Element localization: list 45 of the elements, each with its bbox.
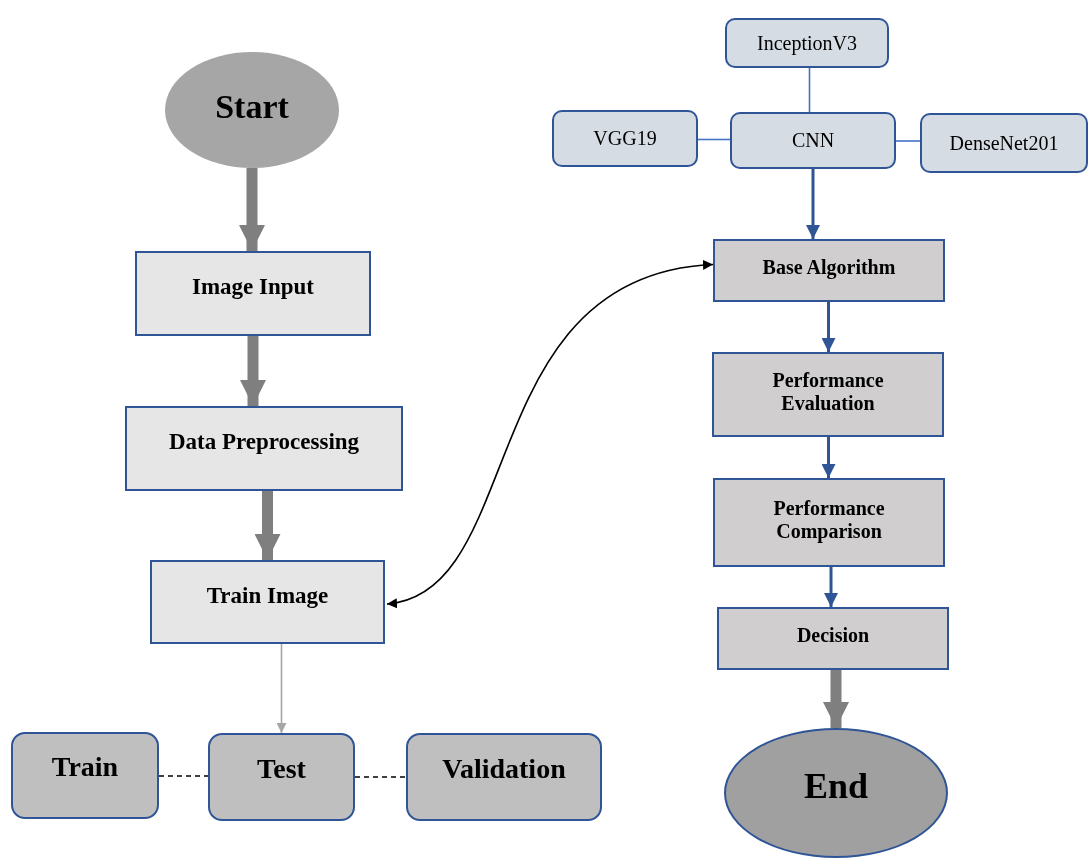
arrow — [386, 261, 714, 607]
arrow — [276, 643, 287, 734]
arrow — [239, 168, 265, 251]
model-box — [920, 113, 1088, 173]
model-box — [730, 112, 896, 169]
node-label: End — [803, 766, 869, 808]
node-label: Train — [51, 751, 119, 784]
node-label: Performance Evaluation — [771, 368, 885, 415]
dashed-connector — [354, 776, 407, 778]
node-label: Validation — [442, 752, 566, 786]
process-box — [712, 352, 944, 437]
node-label: VGG19 — [593, 127, 657, 150]
node-label: InceptionV3 — [757, 31, 857, 55]
process-box — [713, 478, 945, 567]
process-box — [125, 406, 403, 491]
process-box — [150, 560, 385, 644]
model-box — [725, 18, 889, 68]
dataset-box — [208, 733, 355, 821]
process-box — [713, 239, 945, 302]
connector-line — [808, 67, 811, 113]
node-label: DenseNet201 — [949, 131, 1059, 155]
arrow — [823, 670, 849, 728]
node-label: Decision — [796, 624, 870, 647]
arrow — [240, 336, 266, 406]
connector-line — [895, 140, 921, 142]
node-label: Start — [215, 87, 289, 127]
dataset-box — [11, 732, 159, 819]
node-label: Data Preprocessing — [168, 429, 360, 456]
node-label: Test — [257, 752, 306, 786]
node-label: Base Algorithm — [762, 256, 896, 279]
arrow — [806, 169, 820, 239]
dataset-box — [406, 733, 602, 821]
process-box — [717, 607, 949, 670]
arrow — [824, 567, 838, 607]
connector-line — [697, 138, 731, 141]
arrow — [254, 491, 281, 560]
arrow — [821, 437, 836, 478]
dashed-connector — [158, 775, 209, 777]
node-label: CNN — [791, 129, 835, 152]
process-box — [135, 251, 371, 336]
node-label: Train Image — [206, 582, 329, 610]
node-label: Performance Comparison — [772, 496, 886, 543]
model-box — [552, 110, 698, 167]
node-label: Image Input — [191, 274, 315, 301]
arrow — [821, 302, 836, 352]
